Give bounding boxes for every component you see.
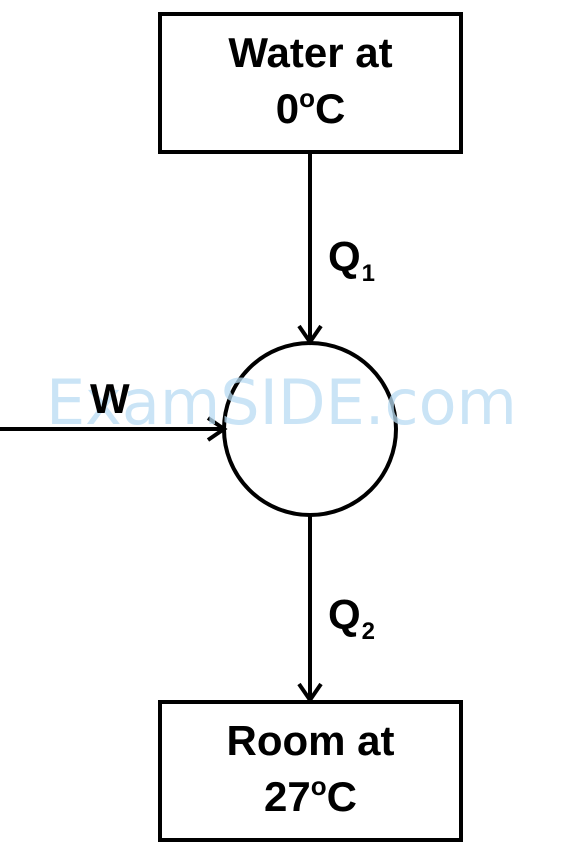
room-temp-value: 27 [264, 772, 311, 820]
room-reservoir-box: Room at 27oC [158, 700, 463, 842]
heat-in-subscript: 1 [361, 260, 376, 287]
room-reservoir-temperature: 27oC [264, 769, 357, 830]
work-label: W [90, 375, 130, 422]
water-temp-degree: o [299, 82, 315, 113]
water-reservoir-box: Water at 0oC [158, 12, 463, 154]
room-temp-degree: o [310, 770, 327, 801]
work-arrow-head [206, 416, 228, 442]
water-reservoir-temperature: 0oC [276, 81, 346, 142]
room-temp-unit: C [326, 772, 357, 820]
heat-out-label: Q2 [328, 591, 375, 644]
heat-in-label: Q1 [328, 233, 375, 286]
room-reservoir-title: Room at [226, 716, 395, 764]
water-temp-unit: C [314, 84, 346, 132]
heat-out-subscript: 2 [361, 618, 376, 645]
watermark: ExamSIDE.com [46, 366, 517, 439]
water-temp-value: 0 [275, 84, 300, 132]
heat-out-symbol: Q [328, 591, 361, 638]
water-reservoir-title: Water at [228, 28, 393, 76]
heat-in-symbol: Q [328, 233, 361, 280]
